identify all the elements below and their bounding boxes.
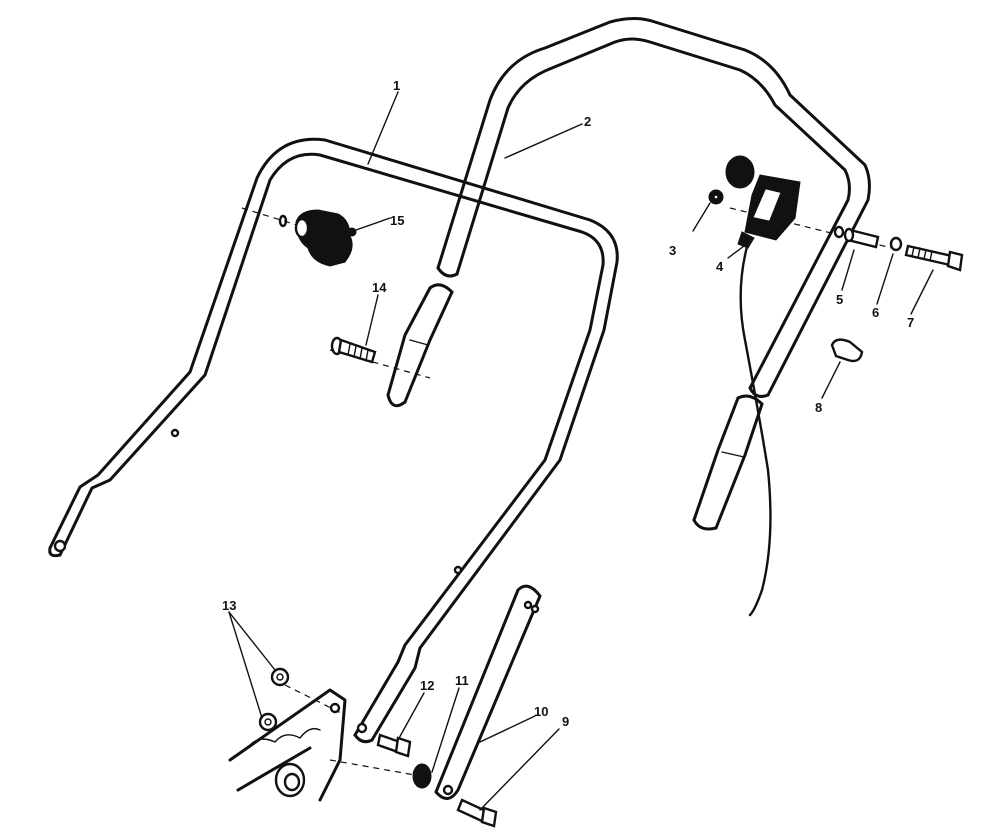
- callout-1: 1: [393, 78, 400, 93]
- control-cable: [739, 241, 772, 617]
- nut-hole: [712, 193, 720, 201]
- callout-6: 6: [872, 305, 879, 320]
- carriage-bolt: [330, 336, 377, 364]
- lower-handle-left-hole: [53, 539, 67, 553]
- leader-lines: [228, 91, 934, 811]
- handle-brace: [434, 584, 542, 800]
- lower-handle-left-rivet: [170, 428, 180, 438]
- callout-11: 11: [455, 673, 469, 688]
- lower-handle-right-rivet: [453, 565, 463, 575]
- spacer: [833, 225, 880, 249]
- bolt-12: [376, 733, 412, 758]
- mower-deck-bracket: [228, 688, 347, 802]
- handle-knob: [294, 209, 357, 267]
- callout-8: 8: [815, 400, 822, 415]
- lower-handle-right-hole: [356, 722, 368, 734]
- nuts: [258, 667, 290, 732]
- callout-5: 5: [836, 292, 843, 307]
- callout-15: 15: [390, 213, 404, 228]
- callout-labels: 1 2 3 4 5 6 7 8 9 10 11 12 13 14 15: [222, 78, 914, 729]
- bolt-9: [456, 798, 498, 828]
- lower-handle-knob-hole: [278, 214, 288, 228]
- bushing: [412, 763, 432, 789]
- callout-14: 14: [372, 280, 387, 295]
- callout-9: 9: [562, 714, 569, 729]
- cable-clip: [830, 338, 864, 363]
- throttle-control: [725, 155, 801, 249]
- lower-handle: [48, 137, 619, 744]
- callout-3: 3: [669, 243, 676, 258]
- callout-13: 13: [222, 598, 236, 613]
- bolt-7: [904, 244, 964, 272]
- callout-12: 12: [420, 678, 434, 693]
- callout-2: 2: [584, 114, 591, 129]
- alignment-lines: [241, 207, 901, 776]
- callout-10: 10: [534, 704, 548, 719]
- callout-4: 4: [716, 259, 724, 274]
- upper-handle: [386, 17, 871, 531]
- washer: [889, 236, 903, 252]
- callout-7: 7: [907, 315, 914, 330]
